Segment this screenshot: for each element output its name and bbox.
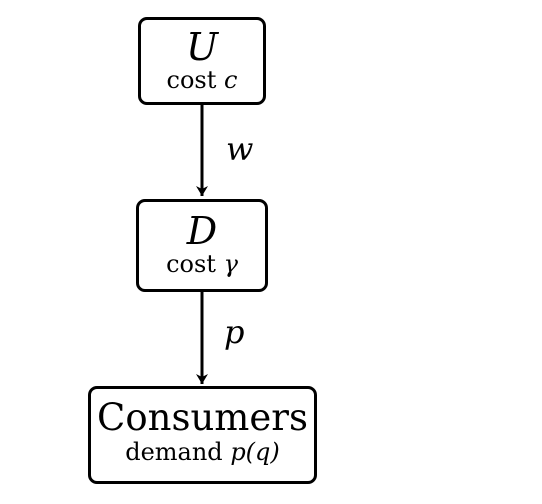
node-d-cost-var: γ: [223, 250, 238, 278]
node-u-title: U: [185, 25, 219, 69]
node-consumers-title: Consumers: [97, 396, 308, 439]
node-d-cost-label: cost: [166, 250, 216, 278]
node-d-title: D: [186, 209, 218, 253]
node-u-cost-var: c: [224, 66, 238, 94]
edge-label-p: p: [224, 313, 245, 351]
node-upstream-u: U cost c: [138, 17, 266, 105]
node-u-cost: cost c: [141, 68, 263, 92]
node-consumers: Consumers demand p(q): [88, 386, 317, 484]
node-consumers-demand-label: demand: [125, 438, 223, 466]
node-u-cost-label: cost: [166, 66, 217, 94]
node-downstream-d: D cost γ: [136, 199, 268, 292]
node-consumers-demand: demand p(q): [91, 440, 314, 464]
node-d-cost: cost γ: [139, 252, 265, 276]
node-consumers-demand-var: p(q): [230, 438, 280, 466]
edge-label-w: w: [226, 130, 254, 168]
